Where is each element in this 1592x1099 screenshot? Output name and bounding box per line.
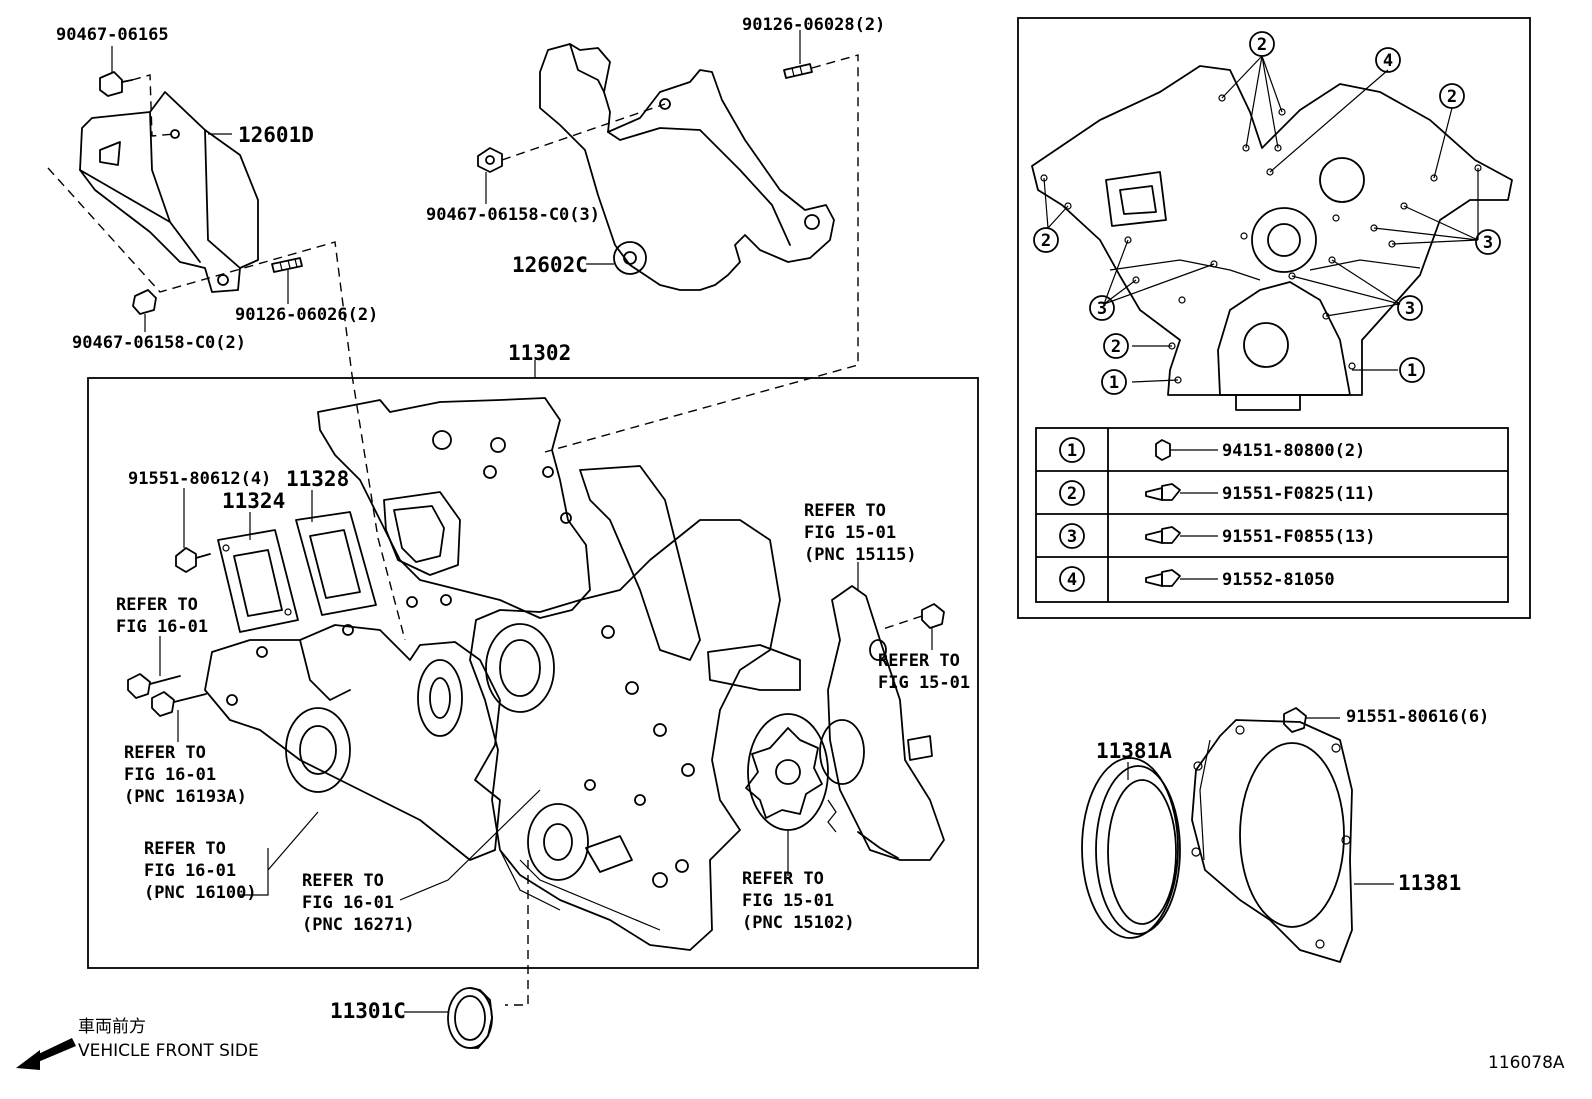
bolt-legend-table bbox=[1035, 427, 1509, 603]
callout-3-right: 3 bbox=[1483, 233, 1493, 253]
ref-pnc16271-line3: (PNC 16271) bbox=[302, 915, 415, 935]
ref-pnc16100-line3: (PNC 16100) bbox=[144, 883, 257, 903]
callout-3-left: 3 bbox=[1097, 299, 1107, 319]
callout-1-left: 1 bbox=[1109, 373, 1119, 393]
label-11381a: 11381A bbox=[1096, 739, 1172, 763]
ref-pnc16193a-line1: REFER TO bbox=[124, 743, 206, 763]
inset-callout-numbers: 2 4 2 2 3 3 3 2 1 1 bbox=[1041, 35, 1493, 393]
legend-part-4: 91552-81050 bbox=[1222, 570, 1335, 590]
figure-id: 116078A bbox=[1488, 1053, 1565, 1073]
inset-bolt-holes bbox=[1040, 94, 1482, 384]
inset-cover-outline bbox=[1031, 65, 1513, 411]
oil-seal-11301c-drawing bbox=[404, 987, 493, 1049]
label-11301c: 11301C bbox=[330, 999, 406, 1023]
inset-leader-lines bbox=[1043, 55, 1479, 383]
timing-chain-cover-drawing bbox=[127, 397, 945, 1006]
label-11381: 11381 bbox=[1398, 871, 1461, 895]
ref-fig16-01-a-line2: FIG 16-01 bbox=[116, 617, 208, 637]
label-91551-80612: 91551-80612(4) bbox=[128, 469, 271, 489]
vehicle-front-label-jp: 車両前方 bbox=[78, 1017, 146, 1037]
callout-2-right: 2 bbox=[1447, 87, 1457, 107]
ref-pnc15102-line3: (PNC 15102) bbox=[742, 913, 855, 933]
legend-part-2: 91551-F0825(11) bbox=[1222, 484, 1376, 504]
legend-num-1: 1 bbox=[1067, 441, 1077, 461]
callout-2-lower: 2 bbox=[1111, 337, 1121, 357]
label-90467-06165: 90467-06165 bbox=[56, 25, 169, 45]
vehicle-front-arrow-icon bbox=[16, 1038, 76, 1070]
bolt-legend-rows: 1 94151-80800(2) 2 91551-F0825(11) 3 915… bbox=[1067, 441, 1376, 590]
label-12602c: 12602C bbox=[512, 253, 588, 277]
ref-pnc15102-line2: FIG 15-01 bbox=[742, 891, 834, 911]
ref-fig15-01-b-line1: REFER TO bbox=[878, 651, 960, 671]
ref-pnc16271-line1: REFER TO bbox=[302, 871, 384, 891]
ref-pnc16100-line2: FIG 16-01 bbox=[144, 861, 236, 881]
ref-fig15-01-b-line2: FIG 15-01 bbox=[878, 673, 970, 693]
label-12601d: 12601D bbox=[238, 123, 314, 147]
legend-part-3: 91551-F0855(13) bbox=[1222, 527, 1376, 547]
legend-num-3: 3 bbox=[1067, 527, 1077, 547]
callout-1-right: 1 bbox=[1407, 361, 1417, 381]
legend-num-2: 2 bbox=[1067, 484, 1077, 504]
ref-pnc16193a-line2: FIG 16-01 bbox=[124, 765, 216, 785]
ref-pnc15115-line1: REFER TO bbox=[804, 501, 886, 521]
label-11302: 11302 bbox=[508, 341, 571, 365]
bolt-location-inset bbox=[1017, 17, 1531, 619]
inset-callout-circles bbox=[1033, 31, 1501, 395]
ref-pnc15115-line3: (PNC 15115) bbox=[804, 545, 917, 565]
ref-pnc16193a-line3: (PNC 16193A) bbox=[124, 787, 247, 807]
label-90467-06158-c0-2: 90467-06158-C0(2) bbox=[72, 333, 246, 353]
legend-part-1: 94151-80800(2) bbox=[1222, 441, 1365, 461]
label-11328: 11328 bbox=[286, 467, 349, 491]
assembly-frame-11302 bbox=[87, 377, 979, 969]
ref-pnc15102-line1: REFER TO bbox=[742, 869, 824, 889]
bracket-12601d-drawing bbox=[47, 46, 406, 641]
vehicle-front-label-en: VEHICLE FRONT SIDE bbox=[78, 1041, 259, 1061]
legend-num-4: 4 bbox=[1067, 570, 1077, 590]
label-90126-06026: 90126-06026(2) bbox=[235, 305, 378, 325]
label-90126-06028: 90126-06028(2) bbox=[742, 15, 885, 35]
ref-fig16-01-a-line1: REFER TO bbox=[116, 595, 198, 615]
ref-pnc16271-line2: FIG 16-01 bbox=[302, 893, 394, 913]
callout-4: 4 bbox=[1383, 51, 1393, 71]
rear-oil-seal-drawing bbox=[1081, 707, 1394, 963]
label-11324: 11324 bbox=[222, 489, 285, 513]
label-90467-06158-c0-3: 90467-06158-C0(3) bbox=[426, 205, 600, 225]
callout-2-top: 2 bbox=[1257, 35, 1267, 55]
label-91551-80616: 91551-80616(6) bbox=[1346, 707, 1489, 727]
callout-3-center: 3 bbox=[1405, 299, 1415, 319]
callout-2-left: 2 bbox=[1041, 231, 1051, 251]
ref-pnc15115-line2: FIG 15-01 bbox=[804, 523, 896, 543]
ref-pnc16100-line1: REFER TO bbox=[144, 839, 226, 859]
cover-12602c-drawing bbox=[477, 30, 859, 453]
